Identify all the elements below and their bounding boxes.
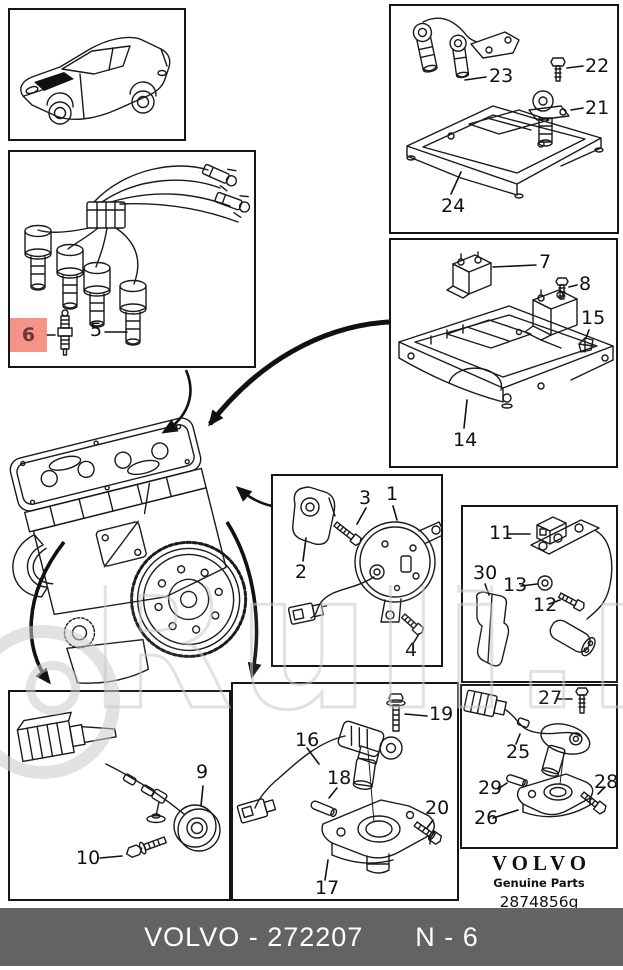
footer-part-number: VOLVO - 272207 [144, 921, 364, 952]
callout-19[interactable]: 19 [429, 703, 454, 725]
panel-knock-sensor: 9 10 [8, 690, 231, 901]
volvo-logo: VOLVO [491, 851, 592, 875]
callout-22[interactable]: 22 [585, 55, 610, 77]
callout-1[interactable]: 1 [386, 483, 399, 505]
callout-8[interactable]: 8 [579, 273, 592, 295]
callout-26[interactable]: 26 [474, 807, 499, 829]
callout-6[interactable]: 6 [21, 323, 36, 346]
callout-30[interactable]: 30 [473, 562, 498, 584]
coil-tray-illustration [398, 251, 614, 429]
crankshaft-sensor-front-illustration [236, 693, 443, 881]
callout-9[interactable]: 9 [196, 761, 209, 783]
branding-block: VOLVO Genuine Parts 2874856g [460, 851, 618, 911]
arrow-engine-to-cranksensor [225, 521, 262, 679]
crankshaft-sensor-rear-illustration [463, 687, 607, 819]
panel-camshaft-sensor: 3 1 2 4 [271, 474, 443, 667]
panel-impulse-sensor-bracket: 11 30 13 12 [461, 505, 618, 683]
callout-4[interactable]: 4 [405, 639, 418, 661]
callout-12[interactable]: 12 [533, 594, 558, 616]
footer-bar: VOLVO - 272207 N - 6 [0, 908, 623, 966]
ignition-cables-illustration [24, 163, 251, 356]
panel-ignition-cables: 6 5 [8, 150, 256, 368]
callout-18[interactable]: 18 [327, 767, 352, 789]
footer-page-ref: N - 6 [415, 921, 479, 952]
spark-plug-illustration [57, 309, 73, 356]
callout-16[interactable]: 16 [295, 729, 320, 751]
callout-28[interactable]: 28 [594, 771, 619, 793]
callout-15[interactable]: 15 [581, 307, 606, 329]
panel-crankshaft-sensor-rear: 27 25 29 28 26 [460, 684, 618, 849]
drawing-code: 2874856g [499, 893, 579, 911]
vehicle-illustration [20, 36, 171, 125]
coil-bracket-illustration [406, 17, 604, 199]
arrow-camsensor-to-engine [235, 486, 273, 508]
callout-2[interactable]: 2 [295, 561, 308, 583]
panel-crankshaft-sensor-front: 19 16 18 17 20 [231, 682, 459, 901]
callout-24[interactable]: 24 [441, 195, 466, 217]
callout-20[interactable]: 20 [425, 797, 450, 819]
impulse-sensor-illustration [475, 516, 613, 667]
callout-14[interactable]: 14 [453, 429, 478, 451]
callout-29[interactable]: 29 [478, 777, 503, 799]
callout-21[interactable]: 21 [585, 97, 610, 119]
engine-illustration [9, 417, 248, 684]
camshaft-sensor-illustration [287, 486, 441, 643]
callout-17[interactable]: 17 [315, 877, 340, 899]
callout-23[interactable]: 23 [489, 65, 514, 87]
callout-11[interactable]: 11 [489, 522, 514, 544]
brand-subtitle: Genuine Parts [493, 876, 585, 890]
arrow-engine-to-knock [29, 540, 66, 685]
highlight-part-6: 6 [10, 318, 47, 352]
callout-3[interactable]: 3 [359, 487, 372, 509]
callout-25[interactable]: 25 [506, 741, 531, 763]
callout-5[interactable]: 5 [90, 319, 103, 341]
arrow-cables-to-engine [161, 369, 192, 434]
panel-coil-tray: 7 8 15 14 [389, 238, 618, 468]
knock-sensor-illustration [16, 711, 221, 859]
callout-10[interactable]: 10 [76, 847, 101, 869]
panel-vehicle [8, 8, 186, 141]
callout-7[interactable]: 7 [539, 251, 552, 273]
callout-13[interactable]: 13 [503, 574, 528, 596]
panel-coil-bracket-top: 23 22 21 24 [389, 4, 619, 234]
callout-27[interactable]: 27 [538, 687, 563, 709]
